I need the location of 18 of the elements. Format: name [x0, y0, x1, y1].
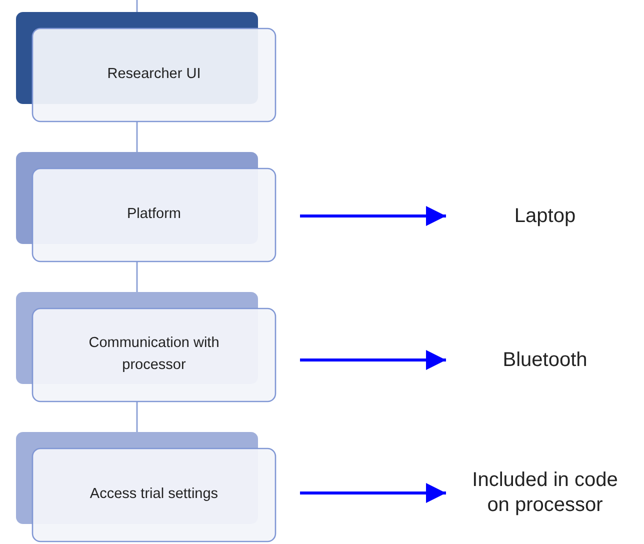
process-card	[16, 12, 276, 122]
connector-line	[136, 0, 138, 12]
process-card	[16, 292, 276, 402]
connector-line	[136, 122, 138, 152]
step-label: Access trial settings	[88, 485, 220, 504]
connector-line	[136, 262, 138, 292]
connector-line	[136, 402, 138, 432]
arrow	[300, 350, 446, 370]
arrow	[300, 206, 446, 226]
target-label: Bluetooth	[502, 348, 588, 372]
target-label: Included in code on processor	[471, 468, 619, 518]
arrow	[300, 483, 446, 503]
process-card	[16, 152, 276, 262]
step-label: Platform	[126, 205, 182, 224]
process-card	[16, 432, 276, 542]
step-label: Communication with processor	[88, 334, 220, 375]
target-label: Laptop	[514, 204, 576, 228]
step-label: Researcher UI	[106, 65, 202, 84]
